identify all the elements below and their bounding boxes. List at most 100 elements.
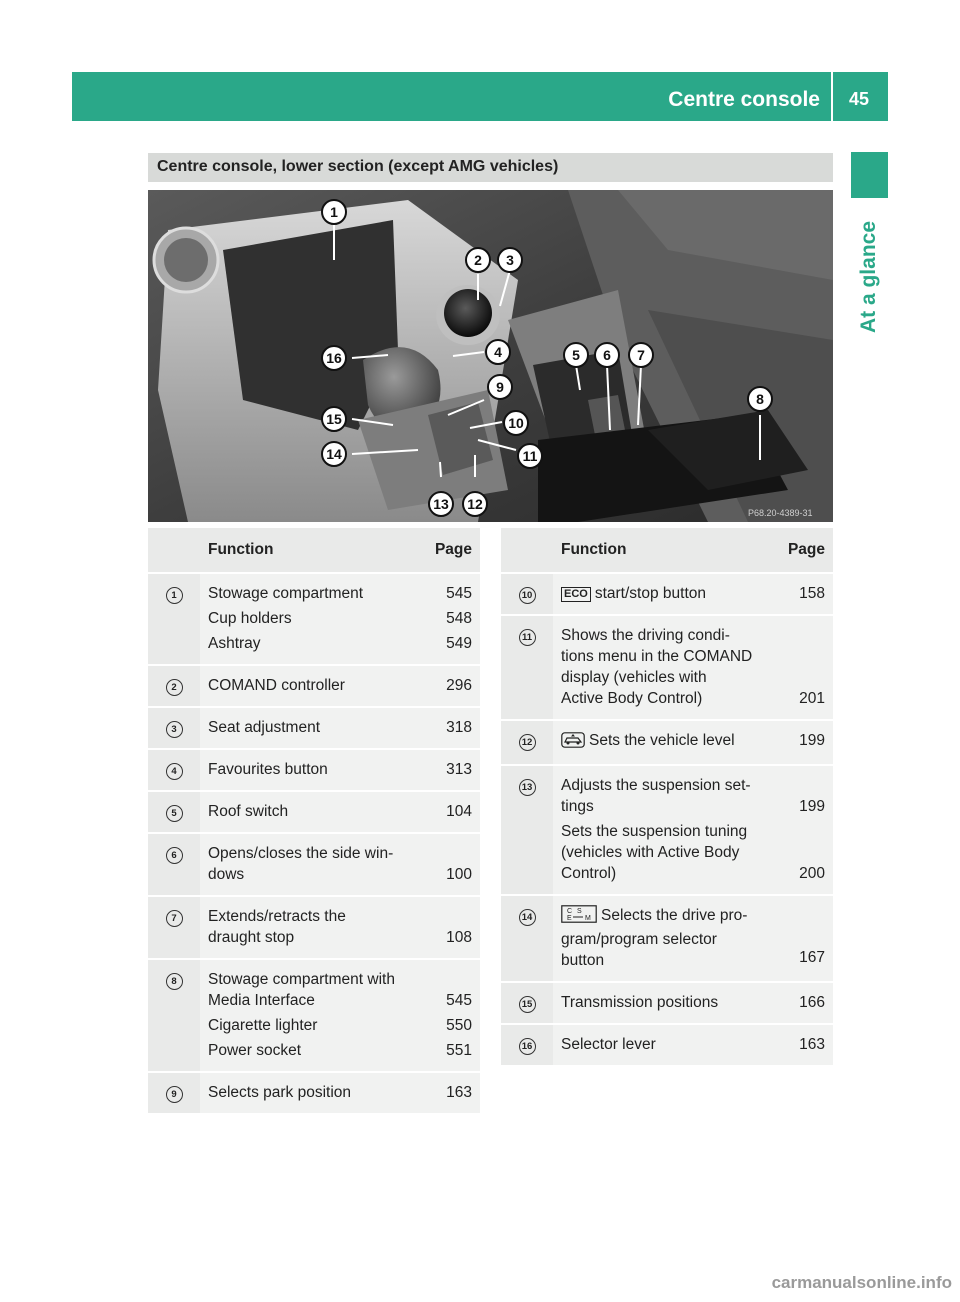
svg-text:M: M — [585, 915, 591, 922]
callout-8: 8 — [747, 386, 773, 412]
console-illustration: P68.20-4389-31 1 2 3 4 5 6 7 8 9 10 11 1… — [148, 190, 833, 522]
side-tab: At a glance — [849, 212, 889, 342]
page-ref: 163 — [446, 1084, 472, 1101]
col-num-header — [148, 528, 200, 573]
function-text-line: Shows the driving condi- — [561, 627, 730, 644]
svg-text:7: 7 — [637, 347, 645, 363]
svg-text:13: 13 — [433, 496, 449, 512]
function-table-left: Function Page 1 Stowage compartment Cup … — [148, 528, 480, 1113]
table-row: 7 Extends/retracts the draught stop 108 — [148, 895, 480, 959]
function-text: Ashtray — [208, 635, 261, 652]
table-row: 3 Seat adjustment 318 — [148, 706, 480, 749]
col-function-header: Function — [200, 528, 416, 573]
function-text: COMAND controller — [208, 677, 345, 694]
svg-text:8: 8 — [756, 391, 764, 407]
page-ref: 200 — [799, 865, 825, 882]
item-number: 8 — [165, 973, 183, 990]
function-text: Sets the vehicle level — [589, 732, 735, 749]
page-ref: 167 — [799, 949, 825, 966]
table-row: 8 Stowage compartment with Media Interfa… — [148, 958, 480, 1072]
item-number: 16 — [518, 1038, 536, 1055]
item-number: 2 — [165, 679, 183, 696]
function-text: Selector lever — [561, 1036, 656, 1053]
side-marker — [851, 152, 888, 198]
table-row: 9 Selects park position 163 — [148, 1071, 480, 1113]
car-level-icon — [561, 732, 585, 754]
svg-text:1: 1 — [330, 204, 338, 220]
svg-text:15: 15 — [326, 411, 342, 427]
eco-icon: ECO — [561, 587, 591, 602]
function-text-line: gram/program selector — [561, 931, 717, 948]
function-text-line: Active Body Control) — [561, 690, 703, 707]
page-ref: 163 — [799, 1036, 825, 1053]
svg-text:16: 16 — [326, 350, 342, 366]
function-text-line: Sets the suspension tuning — [561, 823, 748, 840]
item-number: 9 — [165, 1086, 183, 1103]
page-ref: 550 — [446, 1017, 472, 1034]
svg-text:12: 12 — [467, 496, 483, 512]
console-photo: P68.20-4389-31 1 2 3 4 5 6 7 8 9 10 11 1… — [148, 190, 833, 522]
callout-15: 15 — [321, 406, 347, 432]
page-ref: 104 — [446, 803, 472, 820]
function-text-line: Media Interface — [208, 992, 315, 1009]
callout-11: 11 — [517, 443, 543, 469]
callout-16: 16 — [321, 345, 347, 371]
svg-text:S: S — [577, 908, 582, 915]
item-number: 7 — [165, 910, 183, 927]
side-tab-label: At a glance — [857, 220, 880, 334]
function-text-line: dows — [208, 866, 245, 883]
function-text-line: (vehicles with Active Body — [561, 844, 740, 861]
page-ref: 100 — [446, 866, 472, 883]
page-ref: 199 — [799, 798, 825, 815]
page-ref: 158 — [799, 585, 825, 602]
table-row: 11 Shows the driving condi- tions menu i… — [501, 614, 833, 720]
function-text-line: Opens/closes the side win- — [208, 845, 394, 862]
callout-4: 4 — [485, 339, 511, 365]
function-text: Selects park position — [208, 1084, 352, 1101]
function-text: start/stop button — [594, 585, 706, 602]
callout-3: 3 — [497, 247, 523, 273]
table-row: 4 Favourites button 313 — [148, 748, 480, 791]
svg-text:9: 9 — [496, 379, 504, 395]
function-text-line: button — [561, 952, 605, 969]
function-text-line: Extends/retracts the — [208, 908, 346, 925]
function-text: Power socket — [208, 1042, 302, 1059]
table-row: 5 Roof switch 104 — [148, 790, 480, 833]
col-num-header — [501, 528, 553, 573]
function-text-line: tings — [561, 798, 594, 815]
page-ref: 199 — [799, 732, 825, 749]
header-title: Centre console — [668, 88, 820, 111]
item-number: 15 — [518, 996, 536, 1013]
page-ref: 545 — [446, 992, 472, 1009]
figure-code: P68.20-4389-31 — [748, 508, 813, 518]
svg-text:2: 2 — [474, 252, 482, 268]
function-text: Cup holders — [208, 610, 292, 627]
function-text: Seat adjustment — [208, 719, 321, 736]
callout-6: 6 — [594, 342, 620, 368]
item-number: 3 — [165, 721, 183, 738]
callout-13: 13 — [428, 491, 454, 517]
page-ref: 318 — [446, 719, 472, 736]
callout-12: 12 — [462, 491, 488, 517]
svg-text:E: E — [567, 915, 572, 922]
page-ref: 313 — [446, 761, 472, 778]
function-text-line: Adjusts the suspension set- — [561, 777, 751, 794]
callout-7: 7 — [628, 342, 654, 368]
function-text-line: Selects the drive pro- — [601, 907, 748, 924]
table-row: 2 COMAND controller 296 — [148, 664, 480, 707]
table-row: 1 Stowage compartment Cup holders Ashtra… — [148, 572, 480, 665]
page-ref: 296 — [446, 677, 472, 694]
page-ref: 166 — [799, 994, 825, 1011]
col-page-header: Page — [769, 528, 833, 573]
function-text: Transmission positions — [561, 994, 719, 1011]
item-number: 13 — [518, 779, 536, 796]
header-divider — [831, 72, 833, 121]
page-ref: 108 — [446, 929, 472, 946]
function-text: Cigarette lighter — [208, 1017, 318, 1034]
item-number: 6 — [165, 847, 183, 864]
function-text-line: Stowage compartment with — [208, 971, 395, 988]
page-ref: 551 — [446, 1042, 472, 1059]
function-text-line: draught stop — [208, 929, 295, 946]
